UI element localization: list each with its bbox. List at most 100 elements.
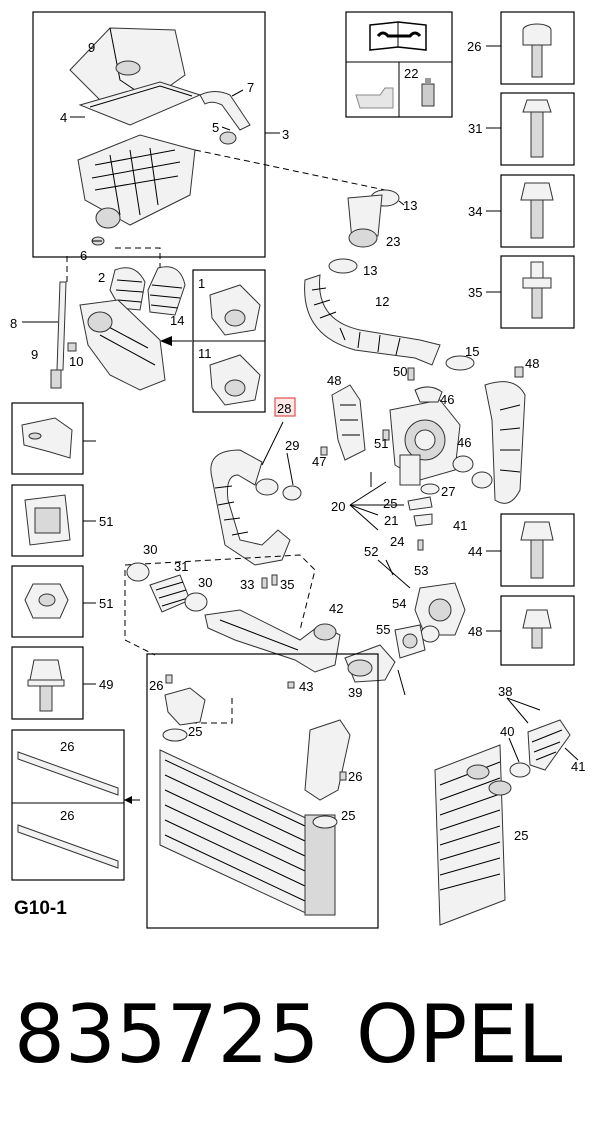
- callout-8: 8: [10, 316, 17, 331]
- callout-24: 26: [60, 808, 74, 823]
- brand-name: OPEL: [356, 988, 563, 1081]
- callout-48-box: 51: [99, 596, 113, 611]
- callout-29: 29: [285, 438, 299, 453]
- callout-41-box: 44: [468, 544, 482, 559]
- callout-36: 39: [348, 685, 362, 700]
- callout-52: 55: [376, 622, 390, 637]
- callout-43: 46: [457, 435, 471, 450]
- callout-9-top: 9: [88, 40, 95, 55]
- bolt-box-45: [486, 595, 575, 666]
- callout-25-rad: 25: [188, 724, 202, 739]
- intercooler-22: [434, 744, 512, 926]
- outlet-pipe-26-25: [304, 719, 351, 829]
- turbocharger: [389, 399, 461, 486]
- callout-5: 5: [212, 120, 219, 135]
- callout-22: 25: [514, 828, 528, 843]
- callout-26-rad-right: 26: [348, 769, 362, 784]
- callout-46-box: 49: [99, 677, 113, 692]
- bolt-box-26: [486, 11, 575, 85]
- callout-15: 15: [465, 344, 479, 359]
- hose-8: [22, 281, 67, 389]
- hose-31: [149, 574, 191, 613]
- bolt-box-32: [486, 92, 575, 166]
- air-cleaner-housing: [77, 134, 196, 229]
- callout-32: 33: [240, 577, 254, 592]
- callout-32-box: 31: [468, 121, 482, 136]
- callout-9: 9: [31, 347, 38, 362]
- bolt-box-46-left: [11, 646, 96, 720]
- callout-7: 7: [247, 80, 254, 95]
- bolt-48-small: [382, 429, 390, 441]
- callout-34-box: 35: [468, 285, 482, 300]
- callout-38: 41: [453, 518, 467, 533]
- callout-20: 24: [390, 534, 404, 549]
- callout-45-box: 48: [468, 624, 482, 639]
- air-cleaner-lid: [69, 27, 186, 101]
- bolt-45-small: [320, 446, 328, 456]
- clamp-15: [445, 355, 475, 371]
- callout-labels: 9 6 4 7 5 3 22 26 31 34 35 13 23 13 12 1…: [10, 39, 585, 843]
- callout-33: 34: [468, 204, 482, 219]
- callout-37: 40: [500, 724, 514, 739]
- clip-10: [67, 342, 77, 352]
- intake-hoses-2-14: [109, 266, 186, 316]
- callout-34: 35: [280, 577, 294, 592]
- clamp-43: [452, 455, 474, 473]
- callout-35: 38: [498, 684, 512, 699]
- hose-35-37-40: [509, 719, 579, 778]
- seal-38-ring: [471, 471, 493, 489]
- repair-manual-icon: [369, 21, 427, 51]
- clamp-30-left: [126, 562, 150, 582]
- adapter-36: [344, 644, 396, 683]
- callout-49: 51: [99, 514, 113, 529]
- callout-30-left: 30: [143, 542, 157, 557]
- bolt-54: [397, 669, 406, 696]
- callout-42: 46: [440, 392, 454, 407]
- bolt-box-33: [486, 174, 575, 248]
- callout-25-rad-right: 25: [341, 808, 355, 823]
- seal-51: [420, 625, 440, 643]
- intercooler-pipe-39: [204, 609, 341, 673]
- callout-16: 22: [404, 66, 418, 81]
- callout-3: 3: [282, 127, 289, 142]
- callout-27: 27: [441, 484, 455, 499]
- throttle-body-51: [414, 582, 466, 636]
- turbo-inlet-hose-12: [304, 274, 441, 366]
- callout-50: 52: [364, 544, 378, 559]
- callout-10: 10: [69, 354, 83, 369]
- radiator-frame: [146, 653, 379, 929]
- callout-11: 11: [198, 346, 212, 361]
- callout-26-top: 26: [467, 39, 481, 54]
- callout-4: 4: [60, 110, 67, 125]
- intake-pipe-7: [199, 91, 251, 131]
- charge-pipe-38: [484, 381, 526, 504]
- sealant-tube-icon: [421, 78, 435, 107]
- callout-13-lower: 13: [363, 263, 377, 278]
- heat-shield-44: [331, 384, 366, 461]
- callout-41-small: 43: [299, 679, 313, 694]
- manual-reference-box: [345, 11, 453, 118]
- callout-23: 26: [60, 739, 74, 754]
- seal-box-49: [11, 484, 96, 557]
- callout-14: 14: [170, 313, 184, 328]
- callout-17: 23: [386, 234, 400, 249]
- callout-45-small: 47: [312, 454, 326, 469]
- callout-19: 21: [384, 513, 398, 528]
- clamp-13-lower: [328, 258, 358, 274]
- elbow-26-25: [162, 674, 206, 742]
- callout-51-a: 53: [414, 563, 428, 578]
- callout-31: 31: [174, 559, 188, 574]
- stud-34: [271, 574, 278, 586]
- callout-26-rad: 26: [149, 678, 163, 693]
- callout-12: 12: [375, 294, 389, 309]
- callout-28: 28: [277, 401, 291, 416]
- air-duct-housing: [79, 299, 166, 391]
- callout-6: 6: [80, 248, 87, 263]
- bolt-box-41: [486, 513, 575, 587]
- bracket-box-53: [11, 402, 96, 475]
- callout-28-highlight: [274, 397, 296, 417]
- grommet-5: [219, 131, 237, 145]
- gaskets-21-19-27: [407, 483, 440, 551]
- elbow-52: [394, 624, 426, 659]
